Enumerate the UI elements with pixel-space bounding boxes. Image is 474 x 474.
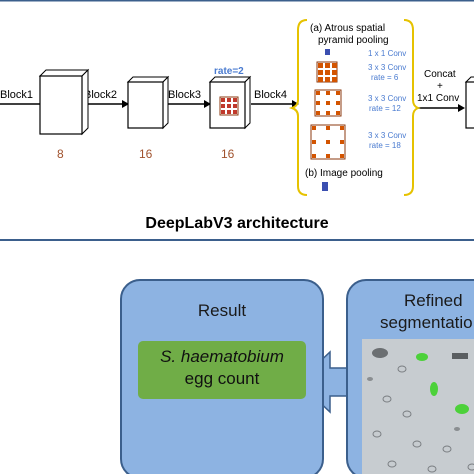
aspp-title-2: pyramid pooling [318, 35, 389, 46]
stride-8: 8 [57, 147, 64, 161]
microscopy-render [362, 339, 474, 474]
concat-label-3: 1x1 Conv [417, 93, 459, 104]
aspp-title-1: (a) Atrous spatial [310, 23, 385, 34]
feature-map-8 [38, 68, 90, 136]
block1-label: Block1 [0, 89, 33, 101]
arrowhead-block2 [122, 100, 129, 108]
block2-label: Block2 [84, 89, 117, 101]
refined-title-2: segmentatio [380, 313, 473, 332]
result-panel: Result S. haematobium egg count [120, 279, 324, 474]
conv-rate12-kernel [314, 89, 342, 117]
egg-highlight-1 [416, 353, 428, 361]
conv-rate18-kernel [310, 124, 346, 160]
arrowhead-concat [458, 104, 465, 112]
egg-count-label: egg count [184, 369, 260, 388]
conv2-label-1: 3 x 3 Conv [368, 63, 406, 72]
conv3-label-2: rate = 12 [369, 104, 401, 113]
conv4-label-1: 3 x 3 Conv [368, 131, 406, 140]
conv1-label: 1 x 1 Conv [368, 49, 406, 58]
conv4-label-2: rate = 18 [369, 141, 401, 150]
image-pooling-kernel [322, 182, 328, 191]
arrowhead-block4 [292, 100, 299, 108]
block4-label: Block4 [254, 89, 287, 101]
conv-rate6-kernel [316, 61, 338, 83]
atrous-rate2-icon [219, 96, 239, 116]
rate-label: rate=2 [214, 66, 244, 77]
concat-label-2: + [437, 81, 443, 92]
refined-title-1: Refined [404, 291, 463, 310]
diagram-caption: DeepLabV3 architecture [145, 215, 328, 232]
species-label: S. haematobium [160, 347, 284, 366]
arrowhead-block3 [204, 100, 211, 108]
feature-map-output [464, 76, 474, 129]
right-brace [403, 19, 421, 196]
egg-highlight-2 [430, 382, 438, 396]
block3-label: Block3 [168, 89, 201, 101]
feature-map-16b [208, 75, 252, 130]
result-title: Result [197, 301, 247, 320]
egg-count-box: S. haematobium egg count [138, 341, 306, 399]
egg-highlight-3 [455, 404, 469, 414]
stride-16a: 16 [139, 147, 153, 161]
conv2-label-2: rate = 6 [371, 73, 399, 82]
image-pooling-label: (b) Image pooling [305, 168, 383, 179]
feature-map-16a [126, 75, 170, 130]
microscopy-image [362, 339, 474, 474]
conv1-kernel [325, 49, 330, 55]
concat-label-1: Concat [424, 69, 456, 80]
left-brace [288, 19, 308, 196]
stride-16b: 16 [221, 147, 235, 161]
refined-panel: Refined segmentatio [346, 279, 474, 474]
conv3-label-1: 3 x 3 Conv [368, 94, 406, 103]
